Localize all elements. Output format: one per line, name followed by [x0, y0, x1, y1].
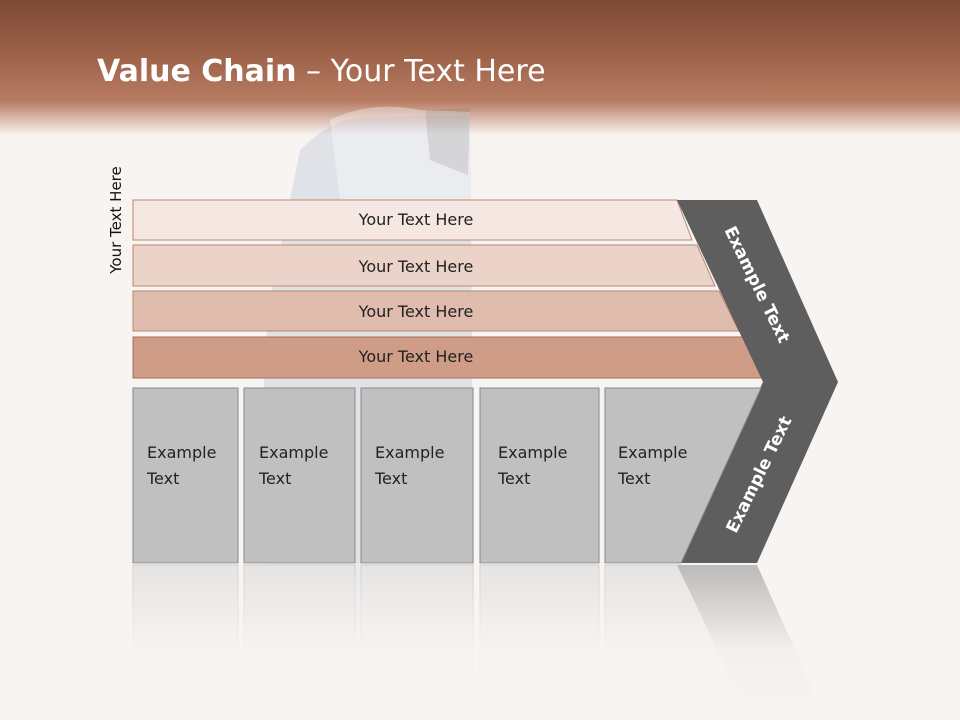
box-2: [243, 387, 356, 564]
box-1-line1: Example: [147, 443, 216, 462]
bar-4-label: Your Text Here: [358, 347, 474, 366]
page-title: Value Chain – Your Text Here: [97, 54, 546, 89]
box-4: [479, 387, 600, 564]
arrow-bottom: [677, 382, 838, 563]
bar-3-label: Your Text Here: [358, 302, 474, 321]
header-band: [0, 0, 960, 135]
box-3: [360, 387, 474, 564]
box-1: [132, 387, 239, 564]
bar-2: [132, 244, 716, 287]
arrow-top: [677, 200, 838, 382]
bar-1: [132, 199, 693, 241]
bar-2-label: Your Text Here: [358, 257, 474, 276]
bar-1-label: Your Text Here: [358, 210, 474, 229]
reflection-fade: [120, 563, 860, 720]
